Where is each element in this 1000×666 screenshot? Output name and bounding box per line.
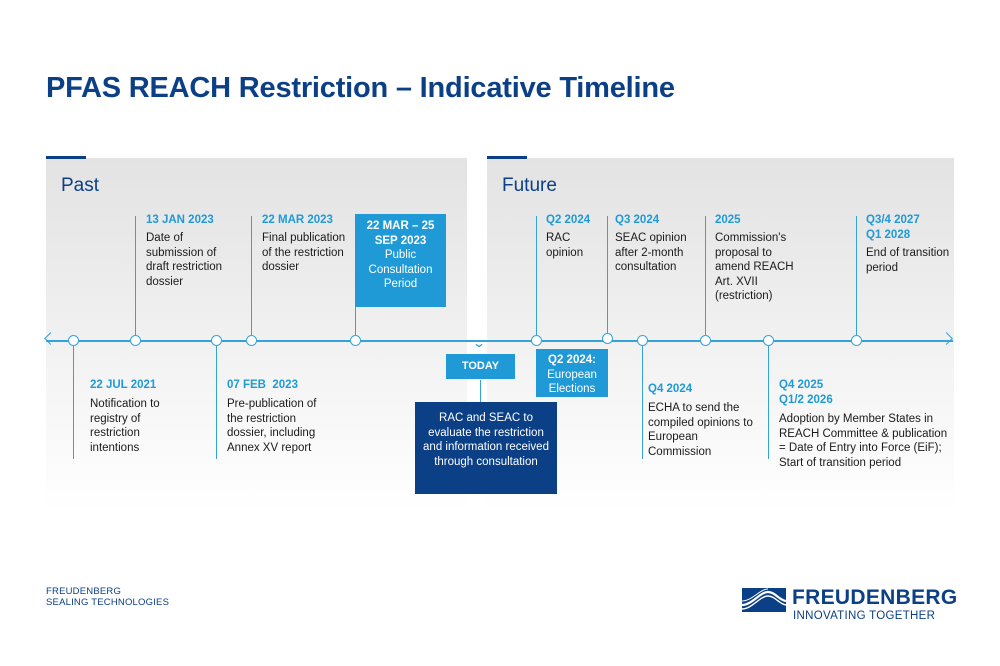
event-22-mar-2023: 22 MAR 2023 Final publication of the res…: [262, 213, 354, 275]
future-panel: [487, 158, 954, 510]
event-date: 22 MAR 2023: [262, 214, 333, 226]
timeline-dot: [763, 335, 774, 346]
event-13-jan-2023: 13 JAN 2023 Date of submission of draft …: [146, 213, 241, 289]
event-date: 13 JAN 2023: [146, 214, 214, 226]
connector-line: [216, 346, 218, 459]
consultation-period-box: 22 MAR – 25 SEP 2023 Public Consultation…: [355, 214, 446, 307]
connector-line: [705, 216, 707, 336]
event-desc: Commission's proposal to amend REACH Art…: [715, 232, 794, 302]
event-22-jul-2021: 22 JUL 2021 Notification to registry of …: [90, 378, 180, 455]
consultation-date: 22 MAR – 25 SEP 2023: [366, 220, 435, 247]
elections-label: European Elections: [547, 368, 597, 396]
timeline-dot: [350, 335, 361, 346]
elections-date: Q2 2024:: [548, 354, 596, 366]
connector-line: [135, 216, 137, 336]
connector-line: [642, 346, 644, 459]
timeline-dot: [246, 335, 257, 346]
connector-line: [73, 346, 75, 459]
freudenberg-logo-icon: [741, 588, 787, 612]
event-2025-commission: 2025 Commission's proposal to amend REAC…: [715, 213, 807, 304]
event-adoption-eif: Q4 2025 Q1/2 2026 Adoption by Member Sta…: [779, 378, 949, 470]
logo-tagline: INNOVATING TOGETHER: [793, 610, 936, 622]
event-desc: SEAC opinion after 2-month consultation: [615, 232, 687, 273]
past-heading: Past: [61, 175, 100, 196]
past-panel: [46, 158, 467, 510]
future-panel-accent: [487, 156, 527, 159]
event-q3-2024-seac: Q3 2024 SEAC opinion after 2-month consu…: [615, 213, 703, 275]
event-desc: Pre-publication of the restriction dossi…: [227, 398, 317, 454]
event-desc: ECHA to send the compiled opinions to Eu…: [648, 402, 753, 458]
event-date: 2025: [715, 214, 741, 226]
past-panel-accent: [46, 156, 86, 159]
connector-line: [480, 380, 482, 402]
event-desc: Date of submission of draft restriction …: [146, 232, 223, 288]
timeline-dot: [602, 333, 613, 344]
timeline-axis: [46, 340, 953, 342]
today-note-box: RAC and SEAC to evaluate the restriction…: [415, 402, 557, 494]
consultation-label: Public Consultation Period: [368, 249, 433, 290]
page-title: PFAS REACH Restriction – Indicative Time…: [46, 72, 675, 104]
connector-line: [856, 216, 858, 336]
timeline-dot: [68, 335, 79, 346]
timeline-dot: [211, 335, 222, 346]
event-q4-2024-echa: Q4 2024 ECHA to send the compiled opinio…: [648, 382, 756, 459]
chevron-down-icon: ⌄: [471, 336, 487, 350]
event-date: Q2 2024: [546, 214, 591, 226]
connector-line: [355, 306, 357, 336]
event-date: Q4 2024: [648, 383, 693, 395]
event-q2-2024-rac: Q2 2024 RAC opinion: [546, 213, 604, 260]
company-line-2: SEALING TECHNOLOGIES: [46, 597, 170, 608]
timeline-dot: [851, 335, 862, 346]
event-desc: End of transition period: [866, 247, 950, 274]
event-date: Q4 2025 Q1/2 2026: [779, 379, 833, 406]
timeline-dot: [637, 335, 648, 346]
event-desc: Final publication of the restriction dos…: [262, 232, 346, 273]
company-line-1: FREUDENBERG: [46, 586, 122, 597]
future-heading: Future: [502, 175, 557, 196]
event-date: 22 JUL 2021: [90, 379, 157, 391]
event-desc: RAC opinion: [546, 232, 584, 259]
connector-line: [536, 216, 538, 336]
event-07-feb-2023: 07 FEB 2023 Pre-publication of the restr…: [227, 378, 331, 455]
company-name: FREUDENBERG SEALING TECHNOLOGIES: [46, 586, 169, 608]
event-date: Q3/4 2027 Q1 2028: [866, 214, 920, 241]
event-desc: Adoption by Member States in REACH Commi…: [779, 413, 948, 469]
event-end-transition: Q3/4 2027 Q1 2028 End of transition peri…: [866, 213, 950, 275]
timeline-dot: [531, 335, 542, 346]
event-desc: Notification to registry of restriction …: [90, 398, 160, 454]
connector-line: [768, 346, 770, 459]
timeline-dot: [130, 335, 141, 346]
timeline-dot: [700, 335, 711, 346]
logo-wordmark: FREUDENBERG: [792, 586, 958, 609]
today-label: TODAY: [446, 354, 515, 379]
event-date: 07 FEB 2023: [227, 379, 298, 391]
elections-box: Q2 2024: European Elections: [536, 349, 608, 397]
connector-line: [251, 216, 253, 336]
event-date: Q3 2024: [615, 214, 660, 226]
connector-line: [607, 216, 609, 334]
